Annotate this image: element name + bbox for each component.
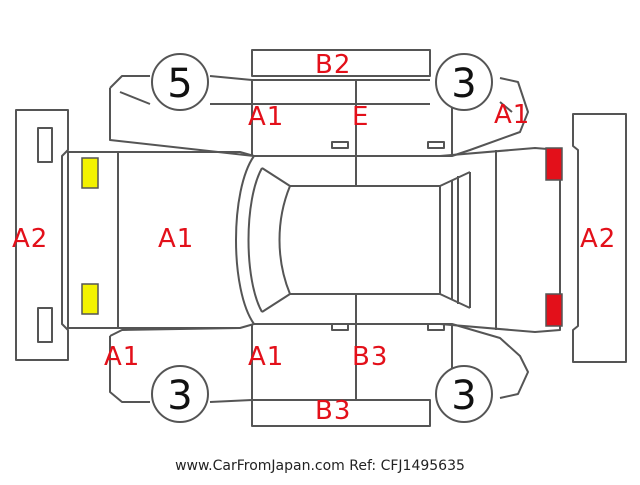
- label-rear-bumper: A2: [580, 224, 617, 254]
- bottom-door-handle-front: [331, 323, 349, 331]
- label-top-panel: B2: [315, 50, 352, 80]
- front-bumper-slot-top: [37, 127, 53, 163]
- front-bumper-outline: [15, 109, 69, 361]
- label-bottom-panel: B3: [315, 396, 352, 426]
- bottom-door-handle-rear: [427, 323, 445, 331]
- top-door-handle-rear: [427, 141, 445, 149]
- top-door-handle-front: [331, 141, 349, 149]
- label-bottom-front-fender: A1: [104, 342, 141, 372]
- wheel-rear-right-number: 3: [451, 373, 476, 419]
- label-front-bumper: A2: [12, 224, 49, 254]
- rear-bumper-outline: [572, 113, 627, 363]
- label-top-rear-door: E: [352, 102, 370, 132]
- front-lamp-bottom: [81, 283, 99, 315]
- label-bottom-rear-door: B3: [352, 342, 389, 372]
- roof-outline: [278, 185, 441, 295]
- wheel-front-right-number: 3: [451, 61, 476, 107]
- label-top-rear-fender: A1: [494, 100, 531, 130]
- front-lamp-top: [81, 157, 99, 189]
- windshield-outline: [235, 155, 255, 325]
- wheel-rear-left-number: 3: [167, 373, 192, 419]
- bottom-side-profile: [109, 323, 529, 403]
- wheel-rear-left: [151, 365, 209, 423]
- label-hood: A1: [158, 224, 195, 254]
- label-bottom-front-door: A1: [248, 342, 285, 372]
- wheel-front-left-number: 5: [167, 61, 192, 107]
- rear-lamp-top: [545, 147, 563, 181]
- watermark-reference: www.CarFromJapan.com Ref: CFJ1495635: [175, 458, 465, 474]
- label-top-front-door: A1: [248, 102, 285, 132]
- wheel-front-left: [151, 53, 209, 111]
- wheel-rear-right: [435, 365, 493, 423]
- rear-lamp-bottom: [545, 293, 563, 327]
- wheel-front-right: [435, 53, 493, 111]
- car-body-top-view: [67, 147, 561, 333]
- front-bumper-slot-bottom: [37, 307, 53, 343]
